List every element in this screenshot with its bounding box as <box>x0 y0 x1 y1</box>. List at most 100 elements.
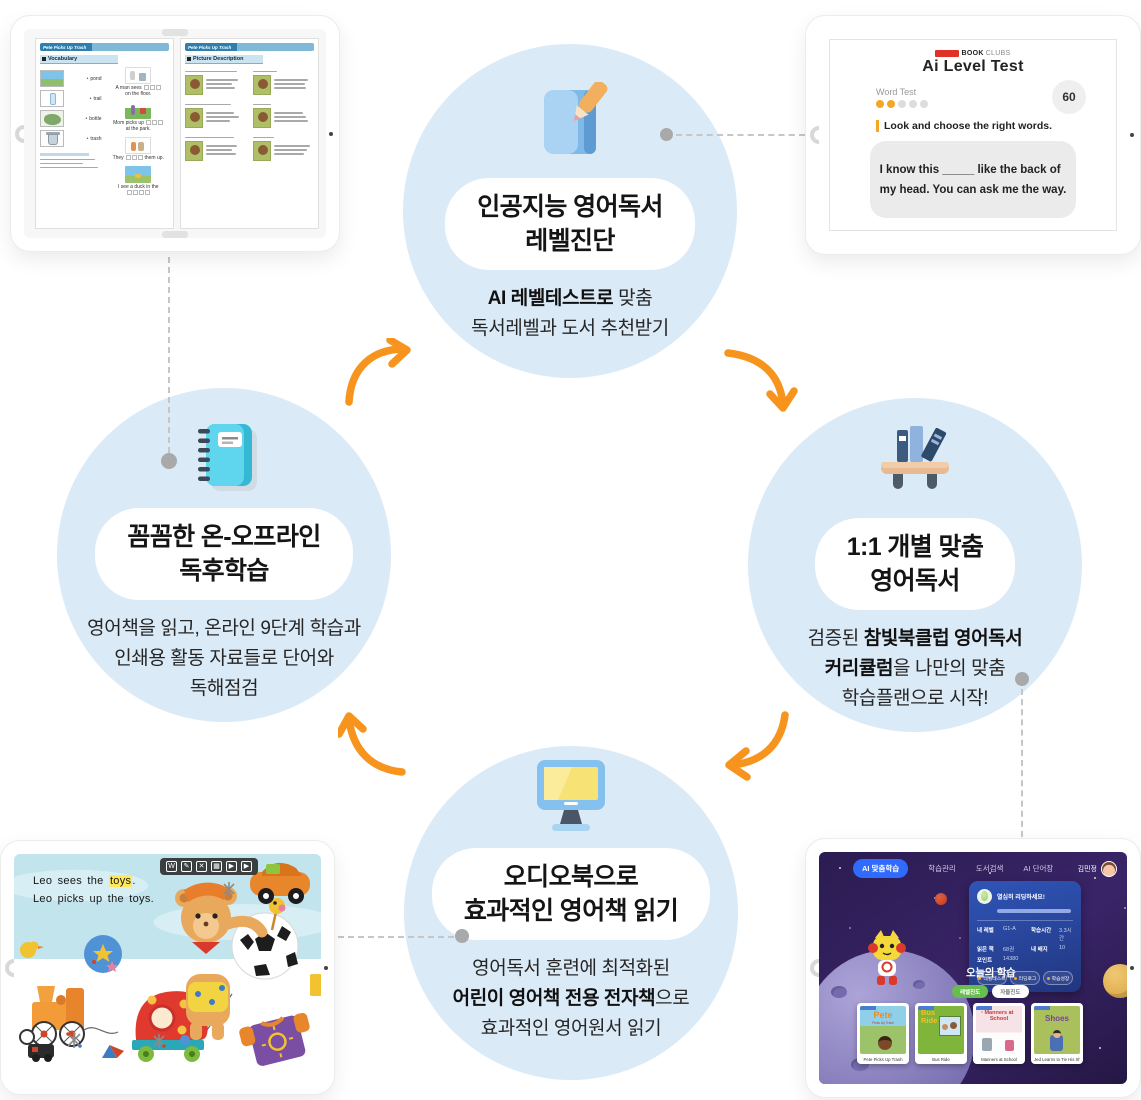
nav-item-ai-vocabulary[interactable]: AI 단어장 <box>1023 864 1054 873</box>
level-test-screen: BOOK CLUBS Ai Level Test Word Test 60 Lo… <box>819 29 1127 241</box>
book-card[interactable]: Pete Picks Up Trash Pete Picks Up Trash <box>857 1003 909 1064</box>
step-title-line1: 1:1 개별 맞춤 <box>846 533 984 561</box>
book-title: Pete Picks Up Trash <box>863 1057 903 1062</box>
step-circle-level-diagnosis: 인공지능 영어독서 레벨진단 AI 레벨테스트로 맞춤 독서레벨과 도서 추천받… <box>403 44 737 378</box>
step-title: 1:1 개별 맞춤 영어독서 <box>814 518 1016 610</box>
desc-text: 으로 <box>655 988 690 1009</box>
notebook-icon <box>198 424 257 491</box>
prompt-text: Look and choose the right words. <box>884 120 1053 132</box>
tablet-camera-dot <box>329 131 333 136</box>
user-menu[interactable]: 김민정 <box>1077 860 1117 877</box>
expand-icon[interactable]: ✕ <box>196 861 207 872</box>
connector-dot <box>161 453 177 469</box>
step-title-line2: 효과적인 영어책 읽기 <box>463 897 679 925</box>
cycle-arrow-bottom-to-left <box>338 712 406 776</box>
fill-text: I see a duck in the <box>117 184 159 190</box>
connector-dot <box>1015 672 1029 686</box>
tab-free-progress[interactable]: 자율진도 <box>992 985 1029 998</box>
book-card[interactable]: Bus Ride Bus Ride <box>915 1003 967 1064</box>
desc-text: 인쇄용 활동 자료들로 단어와 <box>114 648 334 669</box>
story-text: Leo sees the toys. Leo picks up the toys… <box>33 872 154 908</box>
stat-label: 포인트 <box>977 958 993 964</box>
word-icon[interactable]: W <box>166 861 177 872</box>
play-icon[interactable]: ▶ <box>226 861 237 872</box>
cover-ribbon <box>918 1006 934 1010</box>
book-card[interactable]: Shoes Jed Learns to Tie His Shoes <box>1031 1003 1083 1064</box>
nav-item-ai-learning[interactable]: AI 맞춤학습 <box>853 859 909 878</box>
worksheet-tablet: Pete Picks Up Trash Vocabulary •pond <box>10 15 340 252</box>
question-item <box>185 107 246 128</box>
park-image <box>40 70 64 87</box>
bookshelf-icon <box>881 426 949 489</box>
cycle-arrow-top-to-right <box>724 349 798 412</box>
page-handle[interactable] <box>162 231 188 238</box>
tab-level-progress[interactable]: 레벨진도 <box>952 985 989 998</box>
grid-icon[interactable]: ▦ <box>211 861 222 872</box>
match-row: •bottle <box>40 110 102 127</box>
book-card[interactable]: Manners at School Manners at School <box>973 1003 1025 1064</box>
circle-best-word-exercise <box>40 153 102 168</box>
page-handle[interactable] <box>162 29 188 36</box>
fill-text: A man sees <box>115 85 142 91</box>
question-item <box>253 74 314 95</box>
progress-bar <box>997 909 1071 913</box>
fill-item: They them up. <box>108 137 170 161</box>
step-title: 인공지능 영어독서 레벨진단 <box>445 178 695 270</box>
question-prompt: Look and choose the right words. <box>876 120 1052 132</box>
user-name: 김민정 <box>1077 865 1097 873</box>
desc-text: 학습플랜으로 시작! <box>841 688 989 709</box>
mom-park-image <box>125 102 152 119</box>
reading-log-button[interactable]: 리딩로그 <box>1010 971 1040 985</box>
pencil-icon[interactable]: ✎ <box>181 861 192 872</box>
ebook-screen: W ✎ ✕ ▦ ▶ ▶ Leo sees the toys. Leo picks… <box>14 854 321 1081</box>
section-label: Vocabulary <box>48 56 78 62</box>
fill-text: them up. <box>144 155 164 161</box>
question-item <box>185 140 246 161</box>
connector-line <box>338 936 454 938</box>
cover-figure <box>1050 1035 1063 1051</box>
tablet-camera-dot <box>1130 966 1134 970</box>
question-column <box>185 68 246 170</box>
orange-moon <box>1103 964 1127 998</box>
fill-text: at the park. <box>125 126 151 132</box>
match-word: •pond <box>86 75 102 82</box>
stat-label: 내 레벨 <box>977 928 994 934</box>
learning-growth-button[interactable]: 학습성장 <box>1043 971 1073 985</box>
nav-item-book-search[interactable]: 도서검색 <box>975 864 1004 873</box>
status-card-title: 열심히 리딩하세요! <box>997 895 1045 901</box>
level-test-button[interactable]: 레벨테스트 <box>977 971 1007 985</box>
book-list: Pete Picks Up Trash Pete Picks Up Trash … <box>857 1003 1083 1064</box>
step-title: 꼼꼼한 온-오프라인 독후학습 <box>95 508 353 600</box>
next-page-icon[interactable]: ▶ <box>241 861 252 872</box>
fill-item: Mom picks up at the park. <box>108 102 170 132</box>
stat-value: G1-A <box>1003 926 1016 932</box>
learning-status-card: 열심히 리딩하세요! 내 레벨 G1-A 학습시간 3.3시간 읽은 책 68권… <box>969 881 1081 992</box>
book-cover: Manners at School <box>976 1006 1022 1054</box>
dashboard-tablet: AI 맞춤학습 학습관리 도서검색 AI 단어장 김민정 열심히 리딩하세요! … <box>805 838 1141 1098</box>
card-buttons: 레벨테스트 리딩로그 학습성장 <box>977 971 1073 985</box>
step-title-line1: 인공지능 영어독서 <box>477 193 663 221</box>
step-description: AI 레벨테스트로 맞춤 독서레벨과 도서 추천받기 <box>471 284 669 344</box>
prompt-accent-bar <box>876 120 879 132</box>
question-line2: my head. You can ask me the way. <box>879 183 1067 196</box>
step-circle-audiobook-reading: 오디오북으로 효과적인 영어책 읽기 영어독서 훈련에 최적화된 어린이 영어책… <box>404 746 738 1080</box>
stat-value: 68권 <box>1003 947 1015 953</box>
stars-background <box>839 867 841 869</box>
stat-label: 학습시간 <box>1031 928 1052 934</box>
boy-picture <box>253 107 271 128</box>
nav-item-learning-management[interactable]: 학습관리 <box>928 864 956 873</box>
boy-picture <box>185 140 203 161</box>
fill-in-exercise: A man sees on the floor. Mom picks up at… <box>108 67 170 201</box>
match-word: •bottle <box>85 115 102 122</box>
question-card[interactable]: I know this _____ like the back of my he… <box>870 141 1076 218</box>
cover-ribbon <box>976 1006 992 1010</box>
bottle-image <box>40 90 64 107</box>
match-word: •trail <box>89 95 102 102</box>
cover-figure <box>1053 1030 1061 1038</box>
step-circle-after-reading-study: 꼼꼼한 온-오프라인 독후학습 영어책을 읽고, 온라인 9단계 학습과 인쇄용… <box>57 388 391 722</box>
desc-text: 검증된 <box>807 628 864 649</box>
step-title-line1: 오디오북으로 <box>503 863 639 891</box>
worksheet-title: Pete Picks Up Trash <box>188 44 232 50</box>
cat-mascot <box>868 930 906 985</box>
cycle-arrow-right-to-bottom <box>725 711 789 781</box>
